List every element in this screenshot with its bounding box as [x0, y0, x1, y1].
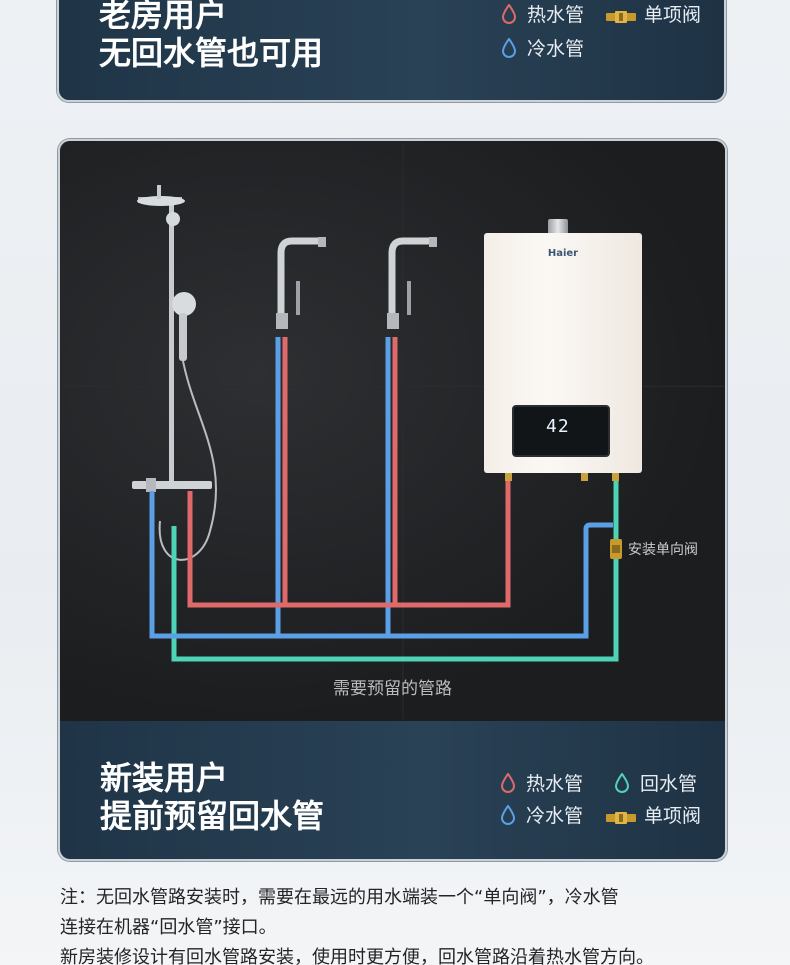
new-user-panel: 新装用户 提前预留回水管 热水管 回水管 冷水管 单项阀: [60, 721, 725, 859]
note-line1: 注：无回水管路安装时，需要在最远的用水端装一个“单向阀”，冷水管: [60, 887, 619, 908]
valve-icon: [606, 7, 636, 23]
cold-pipe: [149, 491, 613, 639]
bottom-legend-return: 回水管: [612, 769, 697, 796]
top-card-title: 老房用户 无回水管也可用: [99, 0, 323, 72]
top-card-title-line2: 无回水管也可用: [99, 34, 324, 72]
water-heater: Haier 42: [484, 233, 642, 473]
bottom-legend-cold: 冷水管: [498, 801, 583, 828]
top-legend-cold-label: 冷水管: [527, 38, 585, 60]
hot-pipe: [187, 479, 511, 608]
cold-drop-icon: [498, 804, 518, 826]
bottom-legend-hot: 热水管: [498, 769, 583, 796]
top-legend-valve-label: 单项阀: [644, 4, 702, 26]
bottom-legend-return-label: 回水管: [640, 773, 698, 795]
top-legend-valve: 单项阀: [606, 0, 701, 27]
valve-icon: [606, 808, 636, 824]
installation-notes: 注：无回水管路安装时，需要在最远的用水端装一个“单向阀”，冷水管 连接在机器“回…: [60, 883, 740, 965]
heater-connectors: [505, 473, 619, 481]
top-legend-hot: 热水管: [499, 0, 584, 27]
note-line3: 新房装修设计有回水管路安装，使用时更方便，回水管路沿着热水管方向。: [60, 947, 654, 965]
bottom-legend-cold-label: 冷水管: [526, 805, 584, 827]
return-drop-icon: [612, 772, 632, 794]
new-user-title-line2: 提前预留回水管: [100, 797, 325, 835]
hot-drop-icon: [498, 772, 518, 794]
faucet-icon: [276, 237, 326, 329]
top-card-title-line1: 老房用户: [99, 0, 228, 34]
note-line2: 连接在机器“回水管”接口。: [60, 917, 277, 938]
heater-display-value: 42: [546, 416, 570, 437]
diagram-card: Haier 42 安装单向阀 需要预留的管路 新装用户 提前预留回水管 热水管 …: [58, 139, 727, 861]
new-user-title: 新装用户 提前预留回水管: [100, 759, 324, 835]
check-valve-label: 安装单向阀: [628, 542, 698, 558]
hot-drop-icon: [499, 3, 519, 25]
bottom-legend-valve-label: 单项阀: [644, 805, 702, 827]
heater-display: 42: [512, 405, 610, 457]
top-legend-hot-label: 热水管: [527, 4, 585, 26]
shower-icon: [132, 185, 218, 561]
diagram-caption: 需要预留的管路: [333, 679, 452, 699]
bottom-legend-valve: 单项阀: [606, 801, 701, 828]
cold-drop-icon: [499, 37, 519, 59]
plumbing-diagram: [132, 185, 622, 662]
return-pipe: [171, 479, 619, 662]
top-legend-cold: 冷水管: [499, 34, 584, 61]
top-card: 老房用户 无回水管也可用 热水管 单项阀 冷水管: [57, 0, 726, 102]
heater-flue: [548, 219, 568, 235]
bottom-legend-hot-label: 热水管: [526, 773, 584, 795]
heater-brand-logo: Haier: [547, 248, 579, 259]
check-valve-icon: [610, 539, 622, 559]
faucet-icon: [387, 237, 437, 329]
new-user-title-line1: 新装用户: [100, 759, 229, 797]
